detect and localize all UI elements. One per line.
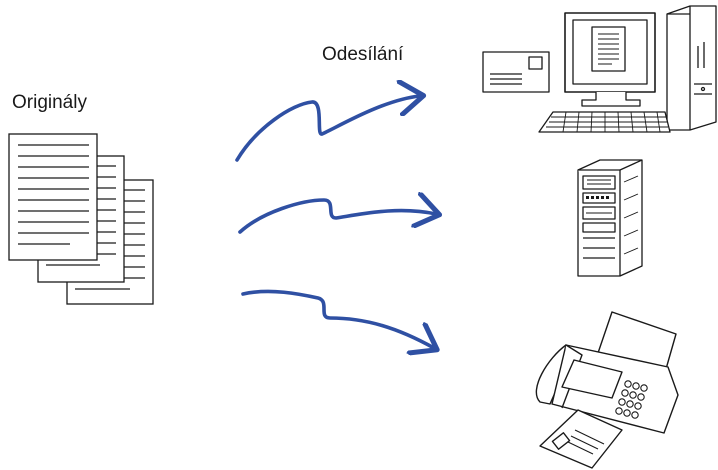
tower-case [666, 5, 717, 131]
document-page-front [8, 133, 98, 261]
originals-label: Originály [12, 92, 87, 113]
fax-machine-icon [535, 311, 679, 469]
arrow-to-computer [235, 96, 420, 162]
envelope-icon [482, 51, 550, 93]
server-icon [577, 159, 643, 277]
arrow-to-server [238, 200, 436, 234]
fax-paper-out [539, 409, 623, 469]
arrow-to-fax [241, 289, 434, 348]
monitor [564, 12, 656, 107]
computer-email-icon [482, 5, 717, 133]
fax-body [551, 344, 679, 434]
keyboard [538, 111, 671, 133]
document-stack-icon [8, 133, 154, 305]
sending-label: Odesílání [322, 44, 404, 65]
